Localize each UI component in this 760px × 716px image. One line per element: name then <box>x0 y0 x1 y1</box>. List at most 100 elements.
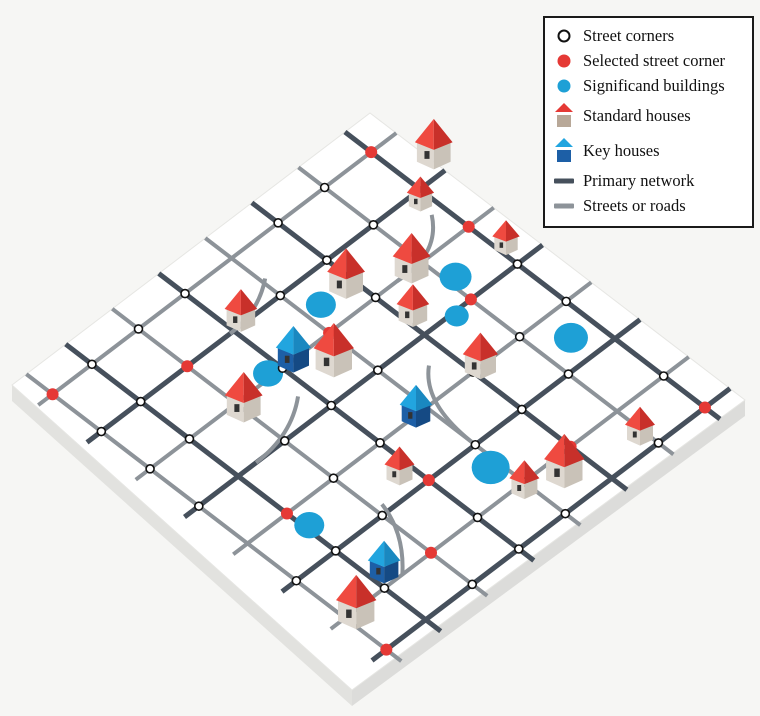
house-roof <box>293 326 311 355</box>
houses <box>224 118 655 630</box>
selected-street-corner <box>365 146 378 159</box>
house-door <box>554 468 560 477</box>
house-wall <box>399 464 413 486</box>
street-corner <box>145 464 155 474</box>
house-roof <box>509 460 525 485</box>
city-board <box>11 112 746 706</box>
street-corner <box>472 512 483 523</box>
legend-label: Significand buildings <box>583 76 725 95</box>
board-side-right <box>352 400 745 706</box>
house-roof <box>224 372 244 403</box>
primary-road <box>280 317 642 594</box>
street-corner <box>373 365 383 375</box>
curved-street <box>426 365 477 447</box>
street-corner <box>319 182 330 193</box>
selected-street-corner <box>698 401 711 414</box>
standard-house <box>384 446 415 486</box>
street-corner <box>180 288 190 299</box>
curved-street <box>380 503 405 575</box>
legend-item-standard-houses: Standard houses <box>553 99 744 133</box>
house-wall <box>356 600 375 630</box>
selected-street-corner <box>46 388 59 401</box>
significand-building <box>471 450 510 485</box>
legend: Street corners Selected street corner Si… <box>543 16 754 228</box>
hollow-circle-icon <box>557 29 571 43</box>
key-house <box>399 384 433 428</box>
house-wall <box>564 459 583 489</box>
street-corner <box>470 439 481 450</box>
standard-house <box>462 332 498 380</box>
house-wall <box>346 271 363 299</box>
house-door <box>414 198 418 205</box>
legend-item-street-corners: Street corners <box>553 24 744 48</box>
standard-house <box>414 118 453 170</box>
primary-road <box>64 342 443 634</box>
street-corner <box>563 369 574 379</box>
significand-building <box>294 511 325 539</box>
grey-line-icon <box>554 203 574 209</box>
house-door <box>392 471 397 478</box>
primary-road <box>343 130 722 422</box>
legend-label: Standard houses <box>583 106 691 125</box>
street-road <box>134 206 495 482</box>
street-corner <box>512 259 523 269</box>
house-roof <box>625 406 640 431</box>
legend-label: Streets or roads <box>583 196 686 215</box>
selected-street-corner <box>280 507 293 520</box>
street-corner <box>517 404 527 415</box>
street-corner <box>322 255 332 265</box>
house-door <box>376 567 381 575</box>
dark-line-icon <box>554 178 574 184</box>
house-door <box>408 412 413 419</box>
primary-road <box>182 243 545 520</box>
legend-item-key-houses: Key houses <box>553 134 744 168</box>
significand-building <box>253 360 284 387</box>
street-corner <box>194 501 204 511</box>
standard-house <box>224 289 258 332</box>
house-roof <box>333 323 354 357</box>
street-corner <box>328 473 339 483</box>
house-door <box>632 431 637 438</box>
house-roof <box>392 233 412 264</box>
standard-house <box>509 460 540 500</box>
significand-building <box>444 305 469 327</box>
house-roof <box>367 540 385 567</box>
street-corner <box>273 218 283 228</box>
standard-house <box>406 176 435 212</box>
street-road <box>329 355 690 631</box>
house-roof <box>346 248 365 280</box>
house-wall <box>333 348 352 378</box>
blue-dot-icon <box>557 79 571 93</box>
street-corner <box>377 510 388 521</box>
house-wall <box>411 256 429 284</box>
house-roof <box>492 220 506 242</box>
street-corner <box>96 426 107 437</box>
legend-item-significand-buildings: Significand buildings <box>553 74 744 98</box>
significand-building <box>439 262 472 291</box>
selected-street-corner <box>464 293 477 306</box>
standard-house <box>544 433 585 489</box>
house-roof <box>275 326 294 355</box>
standard-house <box>396 284 430 327</box>
house-roof <box>224 289 241 316</box>
house-wall <box>433 142 451 170</box>
significand-building <box>305 291 336 318</box>
house-door <box>346 609 352 618</box>
house-wall <box>506 236 518 256</box>
curved-street <box>254 396 301 465</box>
street-road <box>297 165 675 456</box>
house-door <box>405 311 410 319</box>
primary-road <box>370 386 732 663</box>
street-corner <box>326 400 337 411</box>
street-corner <box>514 331 525 342</box>
house-roof <box>480 332 498 362</box>
house-roof <box>411 233 431 264</box>
house-door <box>284 355 290 363</box>
house-door <box>336 280 342 289</box>
house-wall <box>243 395 261 423</box>
legend-label: Selected street corner <box>583 51 726 70</box>
house-door <box>402 265 408 273</box>
house-wall <box>240 308 256 332</box>
legend-item-streets-or-roads: Streets or roads <box>553 194 744 218</box>
street-corner <box>368 220 379 230</box>
